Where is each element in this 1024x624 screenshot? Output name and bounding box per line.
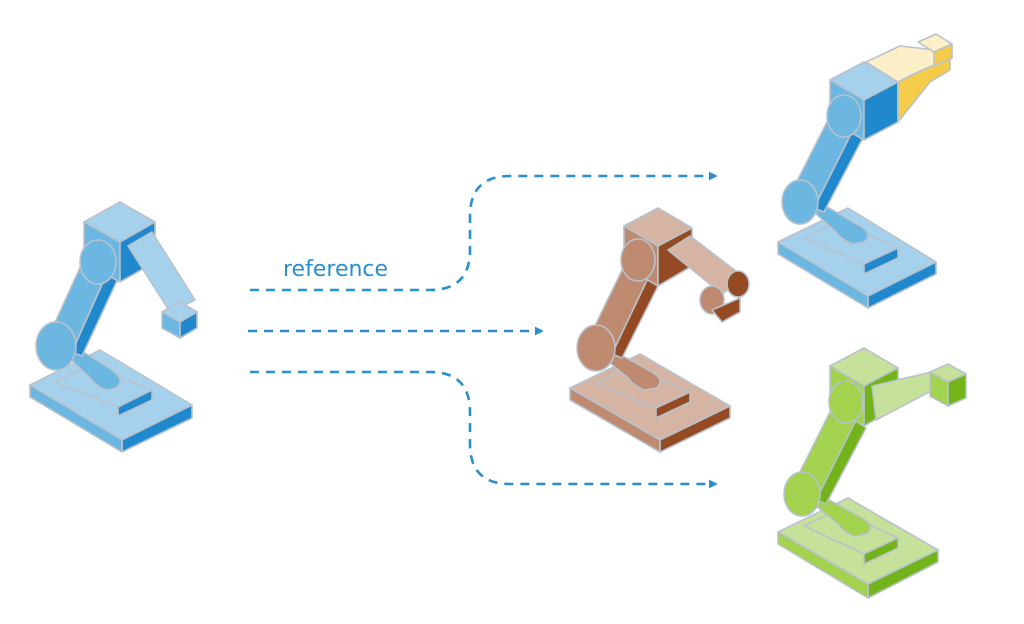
source-base-side [29,384,123,453]
reference-label: reference [283,257,388,282]
target-wrist-joint [726,270,750,298]
output-top-shoulder-joint [781,179,819,225]
output-bottom-shoulder-joint [783,471,821,517]
source-shoulder-joint [35,321,77,371]
source-forearm [127,231,196,313]
output-bottom-foot [813,495,871,537]
output-top-elbow-joint [826,94,862,138]
arrow-to-bottom-output [250,370,718,489]
output-bottom-wrist-side [947,373,967,407]
output-bottom-base-side [777,531,869,599]
output-top-gripper-tip-side [933,43,953,67]
target-riser-front [655,391,691,419]
source-wrist-side [179,311,198,339]
output-bottom-lower-arm-side [815,419,867,505]
output-top-foot [813,203,869,245]
source-robot-icon [29,201,198,453]
output-top-gripper-side [897,57,951,123]
target-robot-icon [569,207,750,453]
output-top-base-side [777,241,869,309]
target-shoulder-joint [576,324,616,372]
output-top-riser-front [863,247,899,275]
output-robot-bottom-icon [777,347,967,599]
source-riser-front [117,389,153,417]
target-tool [711,297,741,323]
source-elbow-joint [79,239,117,285]
target-elbow-joint [620,238,656,282]
target-base-side [569,387,661,453]
output-robot-top-icon [777,33,953,309]
output-bottom-riser-front [863,537,899,565]
source-foot [65,344,121,391]
arrow-to-top-output [250,171,718,292]
target-foot [603,349,661,391]
output-bottom-elbow-joint [828,380,864,424]
arrows: reference [248,171,718,489]
